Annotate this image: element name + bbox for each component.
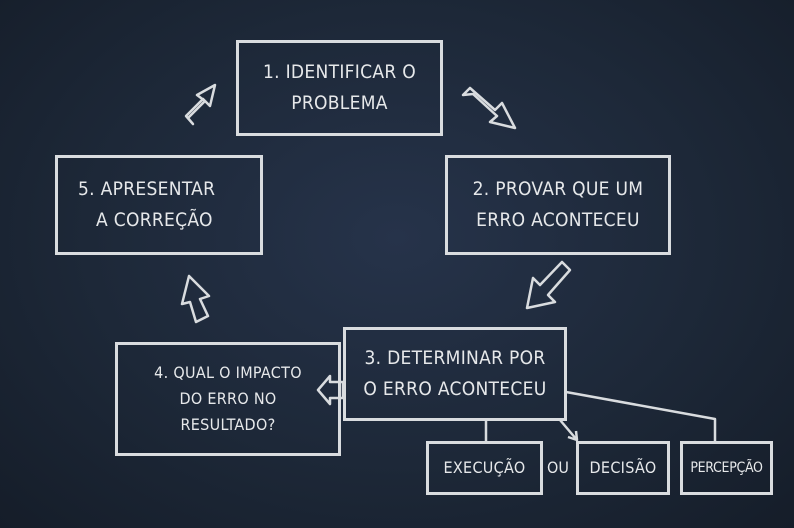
cause-percepcao-box: PERCEPÇÃO — [680, 441, 773, 495]
cause-execucao-label: EXECUÇÃO — [443, 458, 526, 477]
connector-percepcao — [565, 390, 717, 442]
step-5-line2: A CORREÇÃO — [96, 209, 213, 231]
cause-decisao-label: DECISÃO — [589, 458, 657, 477]
step-3-line2: O ERRO ACONTECEU — [363, 378, 547, 400]
step-4-line1: 4. QUAL O IMPACTO — [154, 363, 302, 382]
step-1-box: 1. IDENTIFICAR O PROBLEMA — [236, 40, 443, 136]
step-3-line1: 3. DETERMINAR POR — [364, 347, 546, 369]
arrow-down-right-icon — [461, 86, 517, 130]
step-4-box: 4. QUAL O IMPACTO DO ERRO NO RESULTADO? — [115, 342, 341, 456]
step-1-line1: 1. IDENTIFICAR O — [262, 61, 417, 83]
step-5-box: 5. APRESENTAR A CORREÇÃO — [55, 155, 263, 255]
step-4-line2: DO ERRO NO — [179, 389, 277, 408]
arrow-up-icon — [180, 274, 211, 324]
step-5-line1: 5. APRESENTAR — [78, 178, 216, 200]
step-2-line1: 2. PROVAR QUE UM — [472, 178, 644, 200]
arrow-up-right-icon — [184, 83, 217, 126]
arrow-down-left-icon — [525, 260, 572, 310]
connector-decisao — [559, 419, 578, 441]
cause-decisao-box: DECISÃO — [576, 441, 670, 495]
step-1-line2: PROBLEMA — [291, 92, 388, 114]
step-4-line3: RESULTADO? — [180, 415, 276, 434]
step-2-box: 2. PROVAR QUE UM ERRO ACONTECEU — [445, 155, 671, 255]
or-label: OU — [547, 458, 569, 477]
cause-execucao-box: EXECUÇÃO — [426, 441, 543, 495]
step-3-box: 3. DETERMINAR POR O ERRO ACONTECEU — [343, 327, 567, 421]
step-2-line2: ERRO ACONTECEU — [476, 209, 640, 231]
arrow-head-decisao-icon — [567, 430, 579, 442]
cause-percepcao-label: PERCEPÇÃO — [690, 460, 763, 476]
